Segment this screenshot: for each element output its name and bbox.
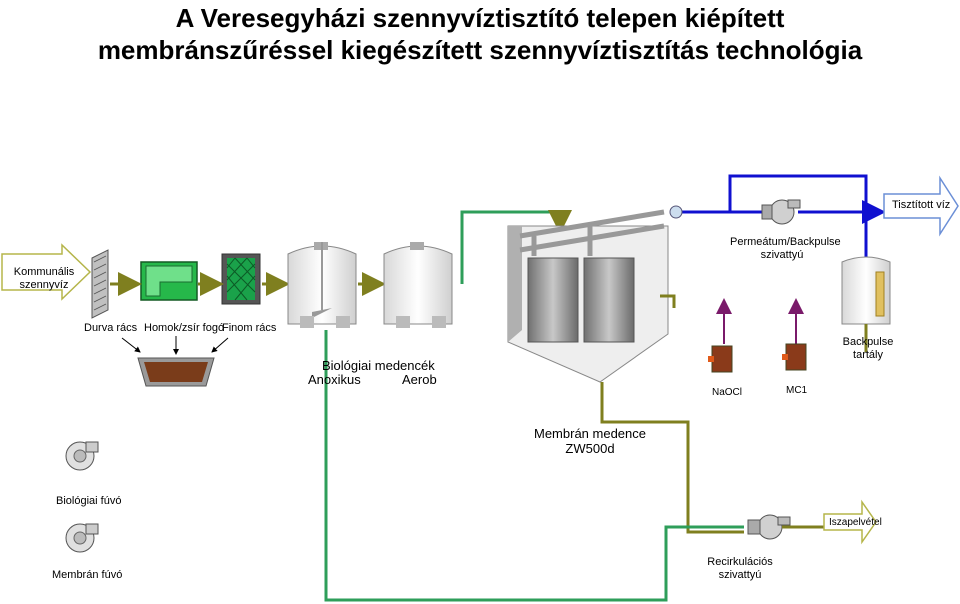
permeate-pump-icon — [761, 199, 801, 225]
grit-trap-icon — [140, 261, 198, 301]
anoxic-tank-icon — [287, 242, 357, 328]
bio-blower-icon — [65, 441, 99, 471]
page-title: A Veresegyházi szennyvíztisztító telepen… — [0, 2, 960, 66]
mc1-label: MC1 — [786, 385, 808, 396]
treated-water-arrow — [883, 175, 959, 237]
title-line-1: A Veresegyházi szennyvíztisztító telepen… — [175, 3, 785, 33]
bio-blower-label: Biológiai fúvó — [56, 495, 122, 507]
coarse-screen-label: Durva rács — [84, 322, 138, 334]
naocl-label: NaOCl — [712, 387, 743, 398]
recirculation-pump-icon — [747, 514, 791, 540]
bio-to-membrane-flow — [460, 210, 572, 284]
return-sludge-flow — [324, 330, 744, 602]
treated-water-label: Tisztított víz — [892, 199, 951, 211]
sludge-arrow — [823, 499, 877, 545]
coarse-screen-icon — [91, 249, 109, 319]
aerob-label: Aerob — [402, 372, 437, 387]
mc1-pump-icon — [782, 343, 807, 371]
grit-trap-label: Homok/zsír fogó — [144, 322, 225, 334]
bio-tanks-label: Biológiai medencék — [322, 358, 435, 373]
permeate-flow — [676, 174, 886, 262]
title-line-2: membránszűréssel kiegészített szennyvízt… — [97, 35, 863, 65]
valve-icon — [669, 205, 683, 219]
aerob-tank-icon — [383, 242, 453, 328]
fine-screen-icon — [221, 253, 261, 305]
membrane-tank-icon — [507, 209, 669, 383]
anoxic-label: Anoxikus — [308, 372, 361, 387]
membrane-blower-icon — [65, 523, 99, 553]
recirculation-flow — [600, 294, 744, 534]
backpulse-tank-icon — [841, 256, 891, 325]
membrane-blower-label: Membrán fúvó — [52, 569, 123, 581]
screenings-basin-icon — [121, 336, 229, 387]
naocl-pump-icon — [708, 345, 733, 373]
sludge-label: Iszapelvétel — [829, 517, 882, 528]
fine-screen-label: Finom rács — [222, 322, 277, 334]
influent-arrow — [1, 243, 92, 301]
